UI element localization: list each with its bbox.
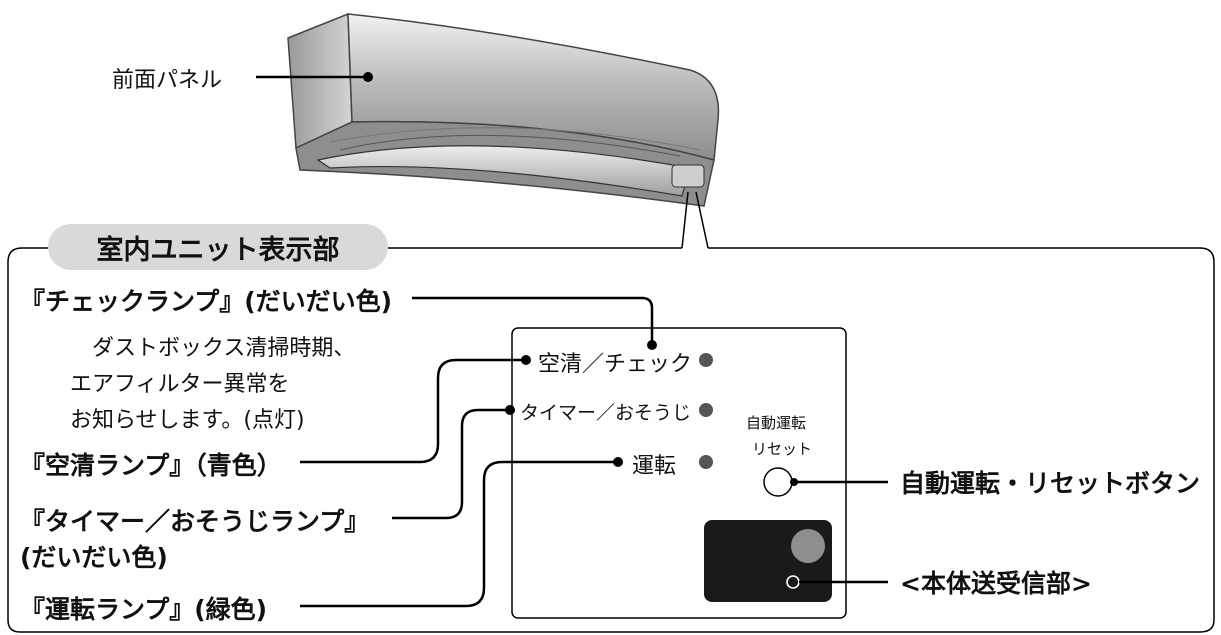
panel-auto-run-line2: リセット [752,440,813,458]
panel-run: 運転 [632,454,677,479]
timer-lamp-label-line1: 『タイマー／おそうじランプ』 [20,507,370,536]
timer-clean-lamp [699,403,713,417]
zoom-line-left [681,191,689,249]
air-clean-leader-dot [521,355,531,365]
air-clean-check-lamp [699,353,713,367]
section-title: 室内ユニット表示部 [48,224,388,270]
panel-air-clean-check: 空清／チェック [538,352,693,377]
check-lamp-label: 『チェックランプ』(だいだい色) [20,287,393,316]
air-clean-leader [300,358,526,464]
timer-leader [392,408,510,520]
front-panel-label: 前面パネル [112,68,223,93]
auto-reset-button [763,467,793,497]
air-clean-lamp-label: 『空清ランプ』（青色） [20,451,282,480]
timer-lamp-label-line2: (だいだい色) [20,543,168,572]
zoom-line-right [695,191,709,249]
auto-reset-button-label: 自動運転・リセットボタン [900,469,1201,498]
receiver-sensor [791,529,825,563]
timer-leader-dot [505,405,515,415]
front-panel-dot [363,72,373,82]
section-frame [7,247,1215,633]
run-leader-dot [613,457,623,467]
air-conditioner-unit [287,12,720,207]
check-lamp-leader [412,296,654,345]
unit-inner-edge [329,127,701,151]
panel-auto-run-line1: 自動運転 [746,414,807,432]
run-leader [300,460,618,608]
unit-vent-line [339,134,681,157]
receiver-dot [786,575,800,589]
receiver-label: <本体送受信部> [900,569,1092,598]
check-lamp-leader-dot [647,340,657,350]
check-desc-line3: お知らせします。(点灯) [70,408,305,433]
check-desc-line1: ダストボックス清掃時期、 [92,336,356,361]
unit-display-window [671,164,705,188]
run-lamp-label: 『運転ランプ』(緑色) [20,595,268,624]
panel-timer-clean: タイマー／おそうじ [520,402,692,424]
run-lamp [699,455,713,469]
check-desc-line2: エアフィルター異常を [70,372,290,397]
